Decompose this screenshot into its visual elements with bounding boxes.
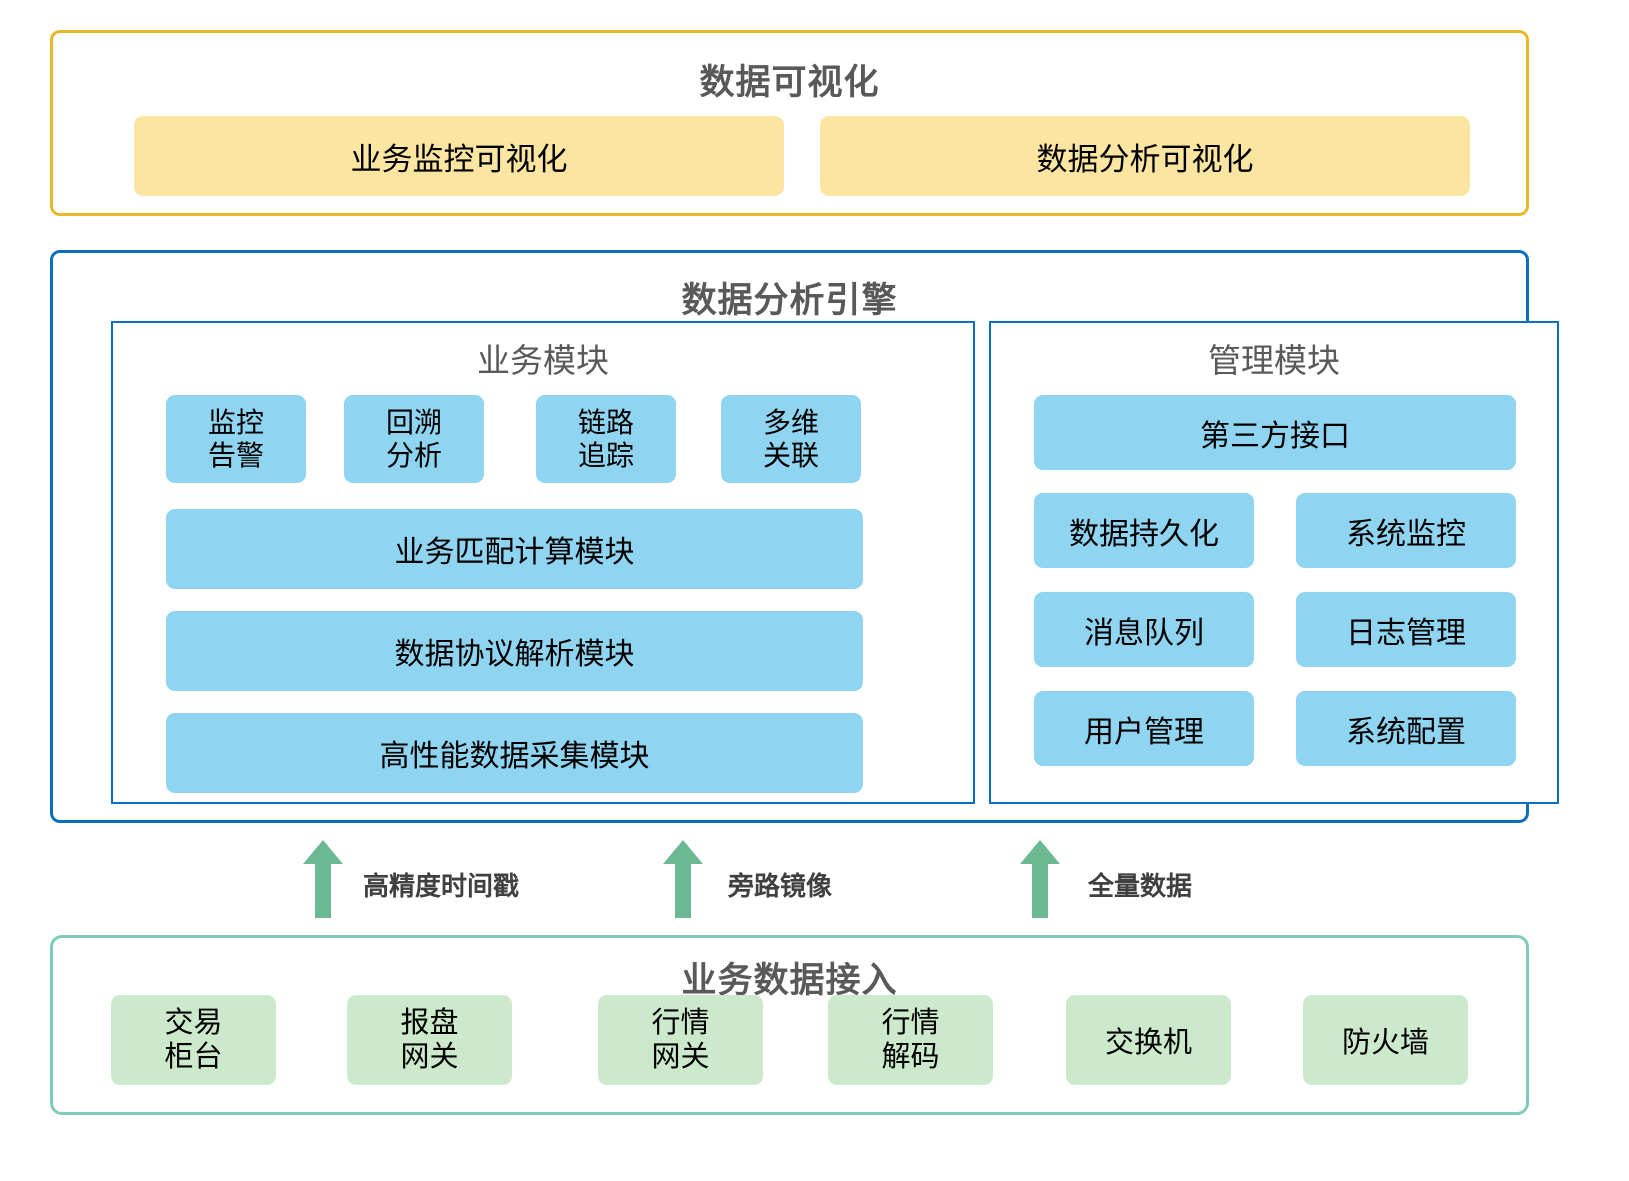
viz-box-label: 业务监控可视化 bbox=[350, 141, 568, 177]
mgmt-box-label: 系统监控 bbox=[1346, 517, 1466, 551]
access-box-firewall[interactable]: 防火墙 bbox=[1303, 995, 1468, 1085]
access-box-line1: 防火墙 bbox=[1341, 1027, 1429, 1059]
mgmt-box-user-management[interactable]: 用户管理 bbox=[1034, 691, 1254, 766]
viz-box-data-analysis[interactable]: 数据分析可视化 bbox=[820, 116, 1470, 196]
mgmt-box-label: 系统配置 bbox=[1346, 715, 1466, 749]
mgmt-box-label: 数据持久化 bbox=[1069, 517, 1219, 551]
management-module-title: 管理模块 bbox=[1208, 342, 1340, 379]
stack-box-label: 高性能数据采集模块 bbox=[379, 740, 650, 773]
mgmt-box-label: 用户管理 bbox=[1084, 715, 1204, 749]
arrow-label-bypass-mirror: 旁路镜像 bbox=[728, 871, 833, 901]
business-module-title: 业务模块 bbox=[477, 342, 609, 379]
feature-box-line2: 追踪 bbox=[577, 440, 634, 471]
arrow-label-timestamp: 高精度时间戳 bbox=[363, 871, 520, 901]
feature-box-multi-dimensional-correlation[interactable]: 多维 关联 bbox=[721, 395, 861, 483]
data-access-layer-title: 业务数据接入 bbox=[681, 960, 898, 1000]
mgmt-box-system-configuration[interactable]: 系统配置 bbox=[1296, 691, 1516, 766]
feature-box-line2: 告警 bbox=[207, 440, 264, 471]
access-box-switch[interactable]: 交换机 bbox=[1066, 995, 1231, 1085]
stack-box-protocol-parsing[interactable]: 数据协议解析模块 bbox=[166, 611, 863, 691]
mgmt-box-third-party-interface[interactable]: 第三方接口 bbox=[1034, 395, 1516, 470]
business-module-panel: 业务模块 监控 告警 回溯 分析 链路 追踪 多维 关联 业务匹配计算模块 bbox=[111, 321, 975, 804]
feature-box-line1: 监控 bbox=[207, 406, 264, 438]
mgmt-box-label: 消息队列 bbox=[1084, 616, 1204, 650]
management-module-panel: 管理模块 第三方接口 数据持久化 系统监控 消息队列 日志管理 用户管理 系统配… bbox=[989, 321, 1559, 804]
stack-box-high-performance-collection[interactable]: 高性能数据采集模块 bbox=[166, 713, 863, 793]
arrow-up-icon-bypass-mirror bbox=[663, 840, 703, 918]
feature-box-line1: 链路 bbox=[577, 406, 634, 438]
access-box-line2: 网关 bbox=[400, 1041, 459, 1073]
data-access-layer: 业务数据接入 交易 柜台 报盘 网关 行情 网关 行情 解码 交换机 防火墙 bbox=[50, 935, 1529, 1115]
access-box-trading-counter[interactable]: 交易 柜台 bbox=[111, 995, 276, 1085]
arrow-up-icon-timestamp bbox=[303, 840, 343, 918]
mgmt-box-message-queue[interactable]: 消息队列 bbox=[1034, 592, 1254, 667]
mgmt-box-log-management[interactable]: 日志管理 bbox=[1296, 592, 1516, 667]
stack-box-label: 数据协议解析模块 bbox=[394, 638, 635, 671]
feature-box-line2: 分析 bbox=[385, 440, 442, 471]
arrow-up-icon-full-data bbox=[1020, 840, 1060, 918]
feature-box-link-tracing[interactable]: 链路 追踪 bbox=[536, 395, 676, 483]
access-box-line2: 解码 bbox=[881, 1041, 940, 1073]
mgmt-box-system-monitoring[interactable]: 系统监控 bbox=[1296, 493, 1516, 568]
access-box-market-decoder[interactable]: 行情 解码 bbox=[828, 995, 993, 1085]
analysis-engine-layer: 数据分析引擎 业务模块 监控 告警 回溯 分析 链路 追踪 多维 关联 bbox=[50, 250, 1559, 823]
access-box-line1: 报盘 bbox=[400, 1006, 459, 1039]
stack-box-business-matching[interactable]: 业务匹配计算模块 bbox=[166, 509, 863, 589]
feature-box-monitoring-alert[interactable]: 监控 告警 bbox=[166, 395, 306, 483]
visualization-layer-title: 数据可视化 bbox=[699, 62, 880, 102]
access-box-line1: 交换机 bbox=[1104, 1027, 1192, 1059]
access-box-line1: 行情 bbox=[651, 1006, 710, 1039]
mgmt-box-data-persistence[interactable]: 数据持久化 bbox=[1034, 493, 1254, 568]
access-box-line1: 交易 bbox=[164, 1006, 223, 1039]
access-box-order-gateway[interactable]: 报盘 网关 bbox=[347, 995, 512, 1085]
analysis-engine-layer-title: 数据分析引擎 bbox=[681, 280, 898, 320]
feature-box-retrospective-analysis[interactable]: 回溯 分析 bbox=[344, 395, 484, 483]
mgmt-box-label: 第三方接口 bbox=[1200, 419, 1350, 453]
visualization-layer: 数据可视化 业务监控可视化 数据分析可视化 bbox=[50, 30, 1529, 216]
feature-box-line1: 回溯 bbox=[385, 406, 442, 438]
feature-box-line1: 多维 bbox=[762, 406, 819, 438]
feature-box-line2: 关联 bbox=[762, 440, 819, 471]
viz-box-label: 数据分析可视化 bbox=[1036, 141, 1254, 177]
access-box-line2: 柜台 bbox=[164, 1041, 223, 1073]
arrow-label-full-data: 全量数据 bbox=[1088, 871, 1193, 901]
viz-box-business-monitoring[interactable]: 业务监控可视化 bbox=[134, 116, 784, 196]
access-box-line2: 网关 bbox=[651, 1041, 710, 1073]
access-box-line1: 行情 bbox=[881, 1006, 940, 1039]
mgmt-box-label: 日志管理 bbox=[1346, 616, 1466, 650]
stack-box-label: 业务匹配计算模块 bbox=[394, 536, 635, 569]
access-box-market-gateway[interactable]: 行情 网关 bbox=[598, 995, 763, 1085]
